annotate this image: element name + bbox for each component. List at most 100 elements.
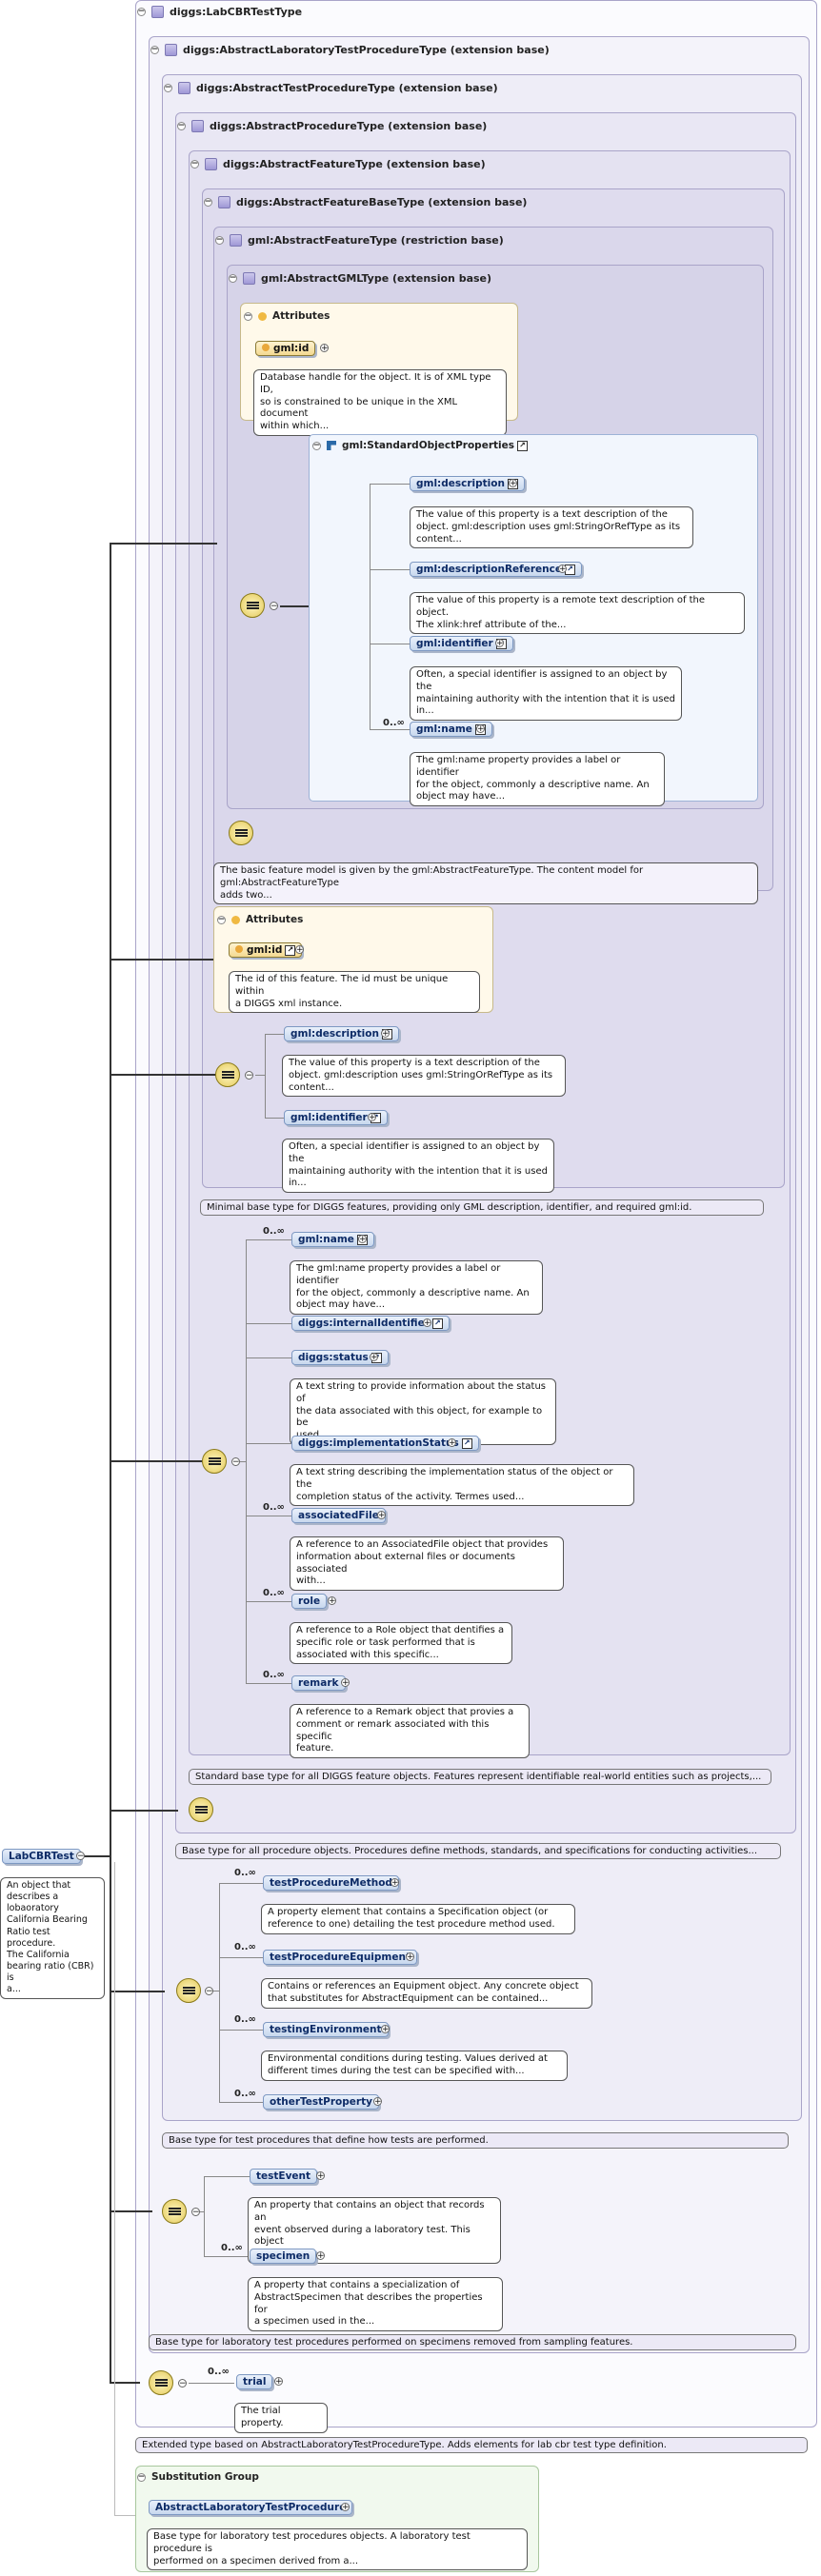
expand-icon[interactable]: + [406,1952,414,1962]
collapse-toggle[interactable]: − [137,7,146,16]
sequence-icon [149,2370,173,2395]
reference-icon[interactable]: ↗ [461,1437,472,1449]
element-status-desc: A text string to provide information abo… [290,1378,556,1445]
multiplicity: 0..∞ [208,2367,230,2377]
expand-icon[interactable]: + [558,565,567,574]
sequence-icon [240,593,265,618]
collapse-toggle[interactable]: − [177,121,186,130]
element-test-procedure-equipment-desc: Contains or references an Equipment obje… [261,1978,592,2009]
collapse-toggle[interactable]: − [190,159,199,168]
collapse-toggle[interactable]: − [229,273,237,283]
collapse-toggle[interactable]: − [215,235,224,245]
root-element-labcbrtest[interactable]: LabCBRTest [2,1849,81,1864]
element-specimen-desc: A property that contains a specializatio… [248,2277,503,2332]
collapse-toggle[interactable]: − [231,1457,240,1467]
complex-type-icon [178,82,190,94]
element-gml-description-desc: The value of this property is a text des… [282,1055,566,1098]
expand-icon[interactable]: + [368,1113,376,1122]
expand-icon[interactable]: + [316,2171,325,2181]
sequence-icon [229,821,253,845]
collapse-toggle[interactable]: − [244,310,252,321]
element-test-procedure-method[interactable]: testProcedureMethod [263,1875,399,1891]
expand-icon[interactable]: + [381,1029,390,1039]
attr-gml-id[interactable]: gml:id [255,341,316,356]
expand-icon[interactable]: + [341,1678,350,1688]
element-role[interactable]: role [291,1594,328,1609]
attr-gml-id-desc: Database handle for the object. It is of… [253,369,507,436]
element-trial[interactable]: trial [236,2374,273,2389]
expand-icon[interactable]: + [381,2025,390,2034]
expand-icon[interactable]: + [495,639,504,648]
expand-icon[interactable]: + [390,1878,399,1888]
attributes-icon [258,311,267,321]
collapse-toggle[interactable]: − [191,2208,200,2217]
reference-icon[interactable]: ↗ [431,1318,443,1329]
element-gml-description-reference[interactable]: gml:descriptionReference↗ [410,562,582,577]
element-gml-description-desc: The value of this property is a text des… [410,506,693,549]
element-associated-file[interactable]: associatedFile [291,1508,386,1523]
expand-icon[interactable]: + [341,2503,350,2512]
element-specimen[interactable]: specimen [250,2249,317,2264]
gml-feature-type-note: The basic feature model is given by the … [213,862,758,905]
collapse-toggle[interactable]: − [217,914,226,924]
complex-type-icon [151,6,164,18]
collapse-toggle[interactable]: − [164,83,172,92]
reference-icon[interactable]: ↗ [517,440,528,451]
expand-icon[interactable]: + [509,479,517,488]
collapse-toggle[interactable]: − [76,1852,85,1861]
procedure-type-note: Base type for all procedure objects. Pro… [175,1843,781,1859]
collapse-toggle[interactable]: − [205,1987,213,1996]
complex-type-icon [165,44,177,56]
element-gml-name[interactable]: gml:name↗ [291,1232,374,1247]
multiplicity: 0..∞ [234,1868,256,1878]
expand-icon[interactable]: + [377,1511,386,1520]
element-test-procedure-equipment[interactable]: testProcedureEquipment [263,1950,417,1965]
collapse-toggle[interactable]: − [204,197,212,207]
collapse-toggle[interactable]: − [245,1071,253,1080]
expand-icon[interactable]: + [423,1318,431,1328]
collapse-toggle[interactable]: − [270,602,278,611]
expand-icon[interactable]: + [370,1353,378,1362]
multiplicity: 0..∞ [234,2014,256,2025]
substitution-group-label: Substitution Group [151,2471,259,2483]
element-test-event[interactable]: testEvent [250,2169,318,2184]
element-implementation-status[interactable]: diggs:implementationStatus↗ [291,1436,479,1451]
element-testing-environment-desc: Environmental conditions during testing.… [261,2051,568,2081]
element-gml-description-reference-desc: The value of this property is a remote t… [410,592,745,635]
multiplicity: 0..∞ [263,1502,285,1513]
expand-icon[interactable]: + [328,1596,336,1606]
expand-icon[interactable]: + [320,344,329,353]
multiplicity: 0..∞ [263,1226,285,1237]
collapse-toggle[interactable]: − [178,2379,187,2388]
element-gml-name-desc: The gml:name property provides a label o… [290,1260,543,1316]
collapse-toggle[interactable]: − [150,45,159,54]
test-procedure-type-note: Base type for test procedures that defin… [162,2132,789,2149]
collapse-toggle[interactable]: − [312,440,321,450]
element-associated-file-desc: A reference to an AssociatedFile object … [290,1536,564,1592]
element-other-test-property[interactable]: otherTestProperty [263,2094,379,2110]
complex-type-icon [191,120,204,132]
element-testing-environment[interactable]: testingEnvironment [263,2022,389,2037]
expand-icon[interactable]: + [295,945,304,955]
element-gml-description[interactable]: gml:description↗ [284,1026,399,1041]
attributes-label: Attributes [272,310,330,322]
expand-icon[interactable]: + [316,2251,325,2261]
multiplicity: 0..∞ [234,1942,256,1952]
attributes-label: Attributes [246,914,304,925]
element-abstract-laboratory-test-procedure[interactable]: AbstractLaboratoryTestProcedure [149,2500,353,2515]
frame-title: gml:AbstractFeatureType (restriction bas… [248,234,504,247]
lab-test-procedure-type-note: Base type for laboratory test procedures… [149,2334,796,2350]
feature-type-note: Standard base type for all DIGGS feature… [189,1769,771,1785]
collapse-toggle[interactable]: − [137,2471,146,2482]
element-internal-identifier[interactable]: diggs:internalIdentifier↗ [291,1316,450,1331]
expand-icon[interactable]: + [448,1438,456,1448]
expand-icon[interactable]: + [373,2097,382,2107]
element-gml-description[interactable]: gml:description↗ [410,476,525,491]
element-remark[interactable]: remark [291,1675,346,1691]
attr-gml-id[interactable]: gml:id↗ [229,942,303,958]
expand-icon[interactable]: + [274,2377,283,2387]
multiplicity: 0..∞ [221,2243,243,2253]
expand-icon[interactable]: + [476,724,485,734]
reference-icon[interactable]: ↗ [285,944,296,956]
expand-icon[interactable]: + [358,1235,367,1244]
